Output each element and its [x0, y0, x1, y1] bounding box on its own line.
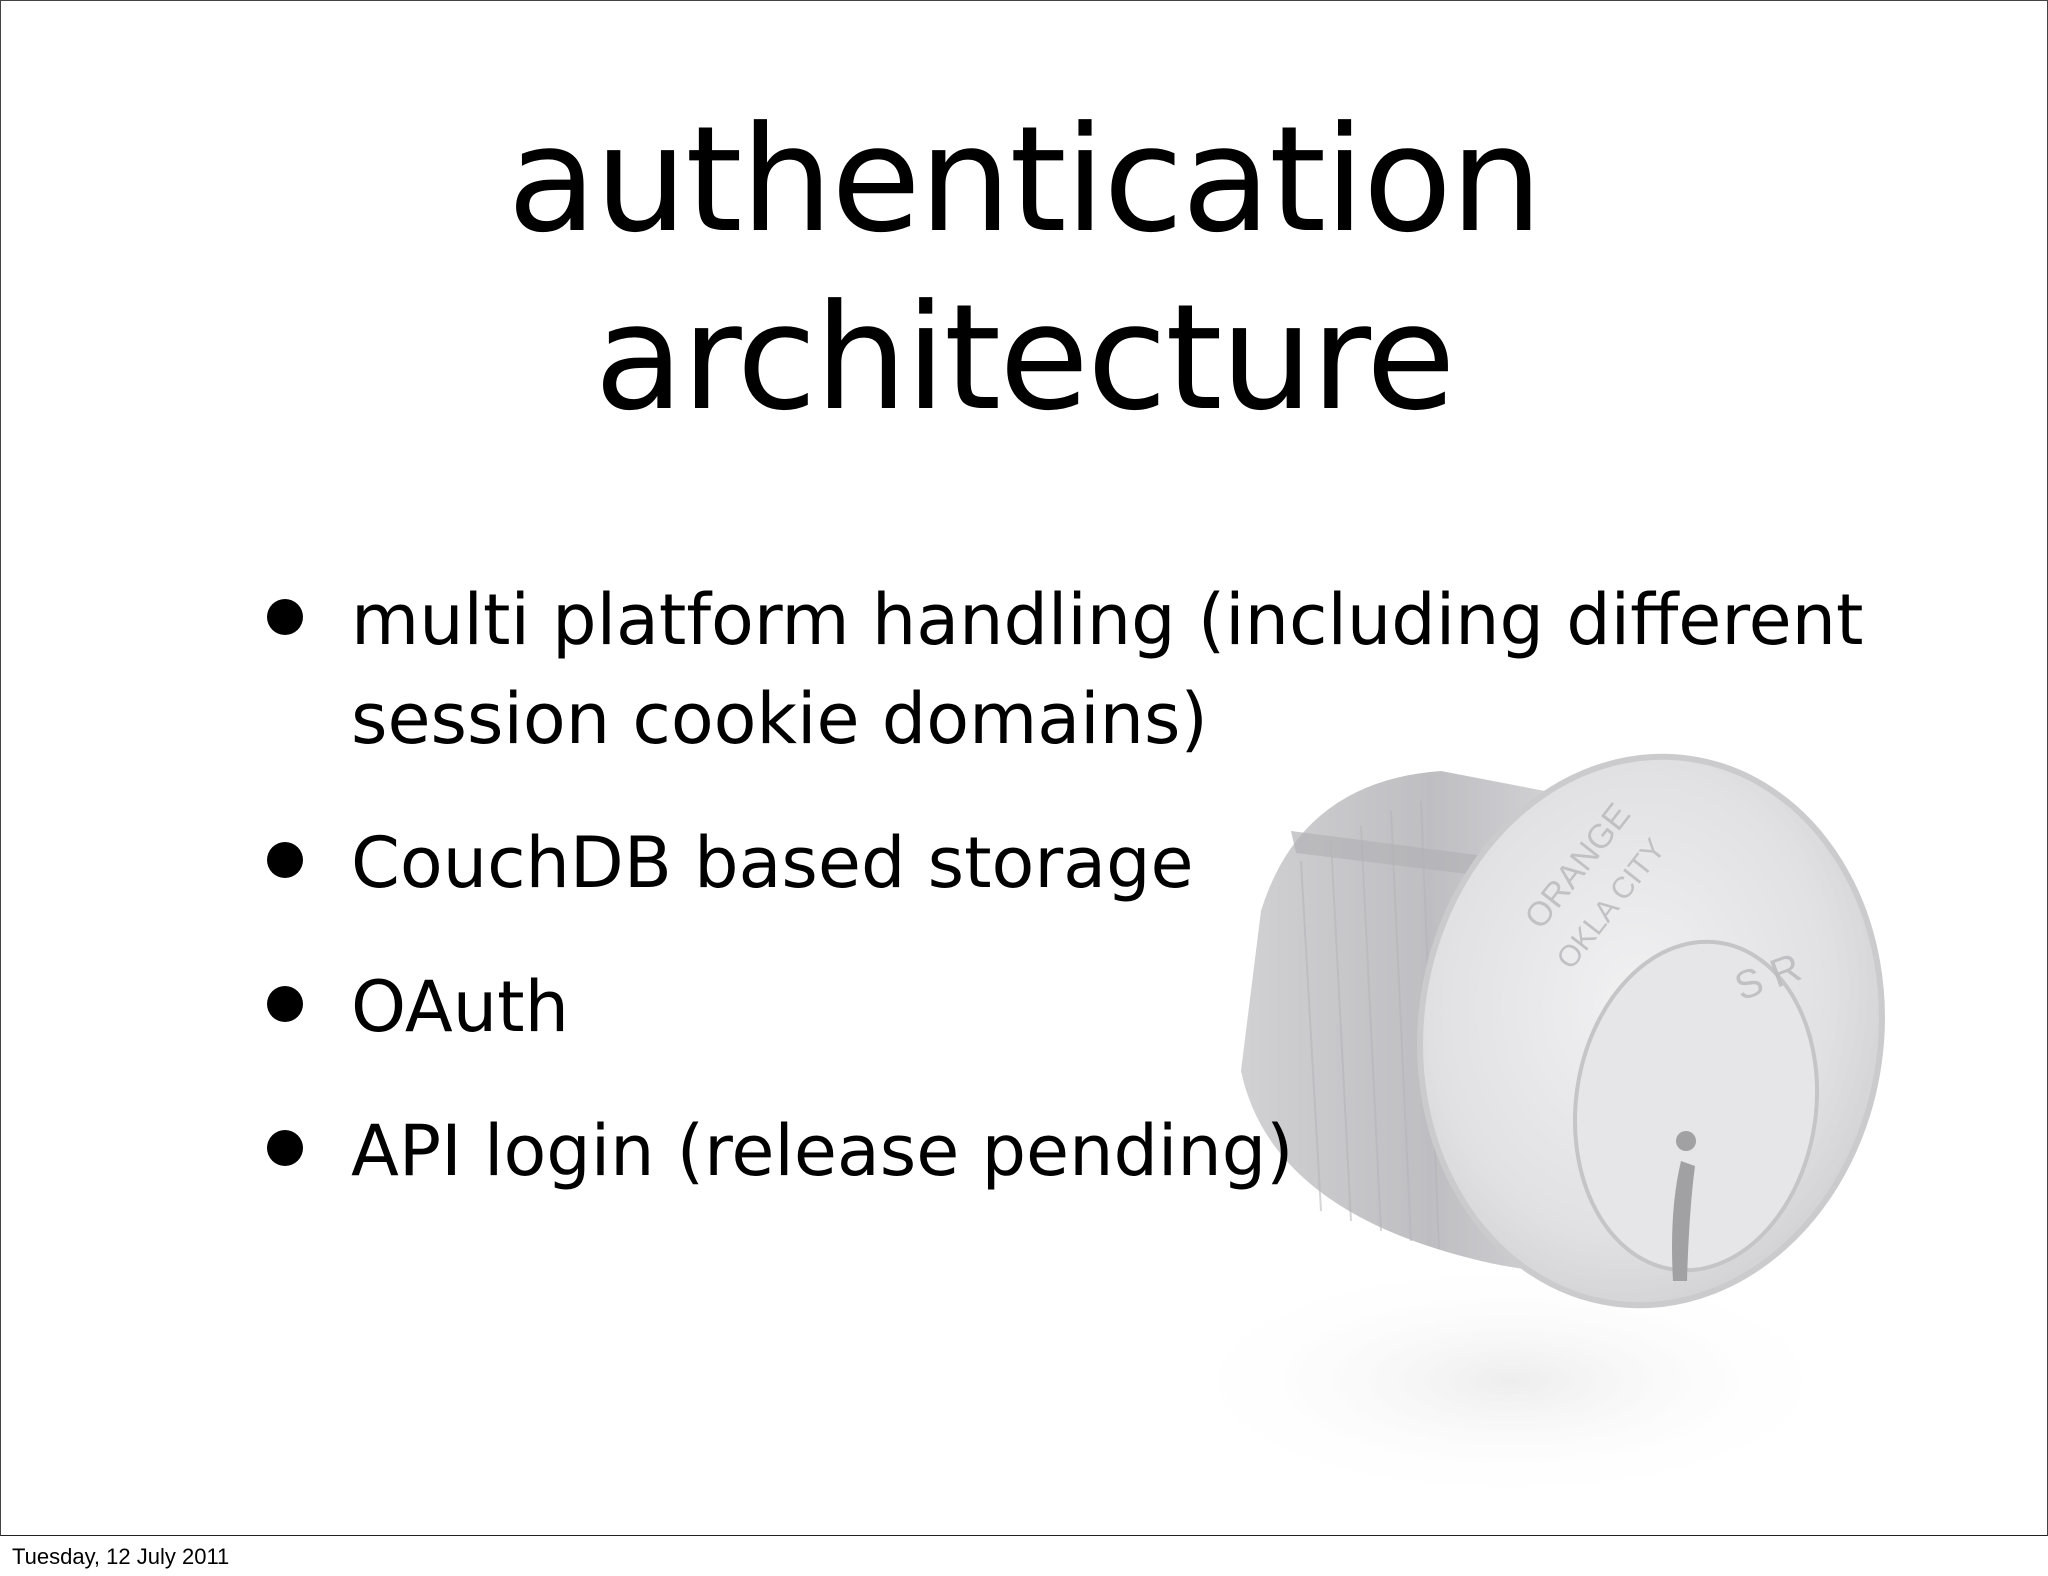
bullet-text: CouchDB based storage	[351, 822, 1194, 904]
footer-date: Tuesday, 12 July 2011	[12, 1544, 230, 1569]
lock-cylinder-icon: ORANGE OKLA CITY S R	[1181, 741, 1981, 1535]
title-line-1: authentication	[507, 95, 1542, 265]
bullet-text-continued: session cookie domains)	[351, 678, 1208, 760]
bullet-icon	[267, 1130, 303, 1166]
bullet-text: API login (release pending)	[351, 1110, 1294, 1192]
title-line-2: architecture	[594, 273, 1455, 443]
bullet-icon	[267, 842, 303, 878]
bullet-icon	[267, 599, 303, 635]
footer	[0, 1536, 2048, 1576]
slide: authentication architecture	[0, 0, 2048, 1536]
bullet-list: multi platform handling (including diffe…	[261, 571, 1864, 1246]
bullet-text: OAuth	[351, 966, 569, 1048]
bullet-item: OAuth	[261, 958, 1861, 1057]
bullet-item: API login (release pending)	[261, 1102, 1861, 1201]
bullet-item: CouchDB based storage	[261, 814, 1861, 913]
bullet-icon	[267, 986, 303, 1022]
bullet-text: multi platform handling (including diffe…	[351, 579, 1864, 661]
bullet-item: multi platform handling (including diffe…	[261, 571, 1881, 769]
slide-title: authentication architecture	[1, 91, 2047, 447]
